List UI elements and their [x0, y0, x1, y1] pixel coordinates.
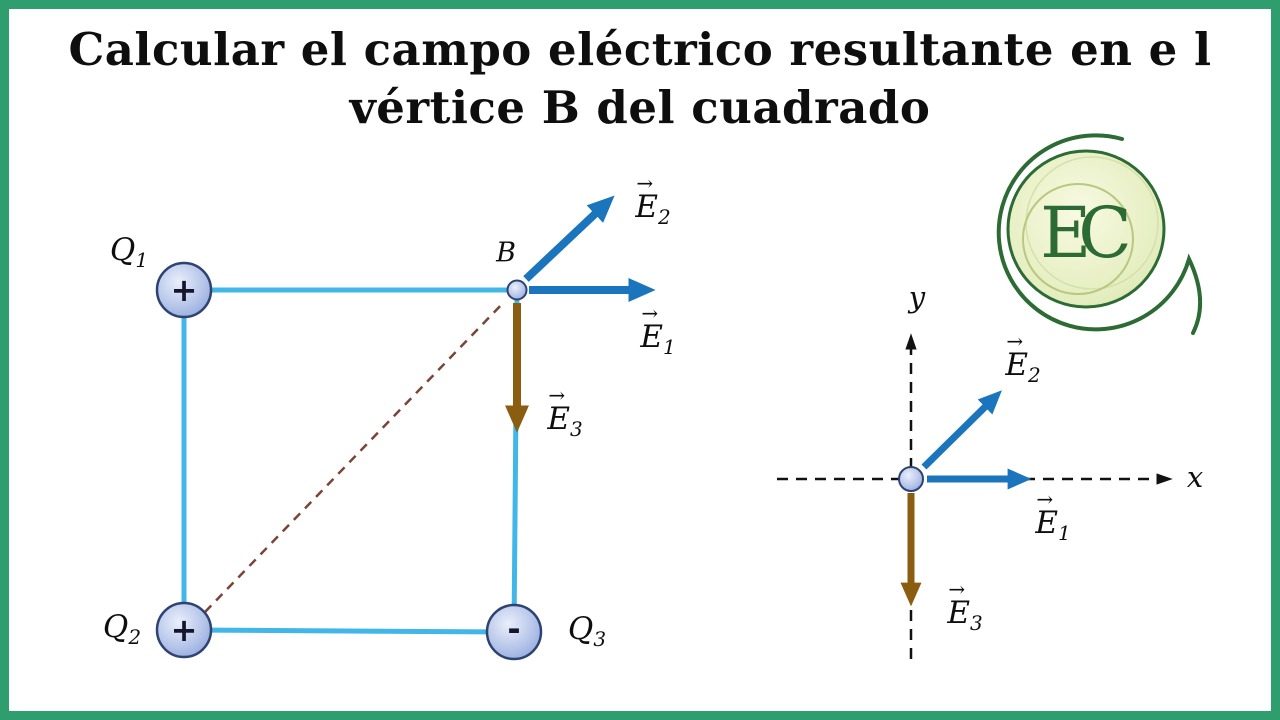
vector-subscript: 3: [569, 417, 583, 442]
e2-label-square: →E2: [635, 171, 671, 230]
e1-label-square: →E1: [640, 301, 676, 360]
vector-symbol: E: [640, 318, 663, 355]
vector-subscript: 2: [657, 205, 671, 230]
vector-subscript: 1: [662, 335, 676, 360]
vector-symbol: E: [635, 188, 658, 225]
vector-symbol: E: [1005, 346, 1028, 383]
square-edge-bottom: [181, 627, 517, 635]
q2-symbol: Q: [102, 608, 129, 645]
vector-arrow-glyph: →: [636, 170, 654, 195]
q2-subscript: 2: [128, 625, 142, 650]
vector-arrow-glyph: →: [641, 300, 659, 325]
title-line-1: Calcular el campo eléctrico resultante e…: [68, 23, 1212, 76]
q1-charge-sign: +: [170, 271, 198, 309]
q1-label: Q1: [110, 232, 148, 272]
q1-symbol: Q: [109, 231, 136, 268]
vector-symbol: E: [947, 594, 970, 631]
q2-charge-sign: +: [170, 611, 198, 649]
title-line-2: vértice B del cuadrado: [349, 81, 931, 134]
vertex-b-label: B: [496, 237, 516, 269]
diagram-canvas: [155, 133, 1203, 661]
q1-subscript: 1: [135, 248, 149, 273]
vector-arrow-glyph: →: [948, 576, 966, 601]
logo-ec-text: EC: [1040, 192, 1132, 274]
vector-arrow-glyph: →: [548, 382, 566, 407]
q3-label: Q3: [568, 611, 606, 651]
e3-label-axes: →E3: [947, 577, 983, 636]
q3-symbol: Q: [567, 610, 594, 647]
e3-label-square: →E3: [547, 383, 583, 442]
q3-subscript: 3: [593, 627, 607, 652]
e2-label-axes: →E2: [1005, 329, 1041, 388]
vertex-b-dot: [506, 279, 528, 301]
channel-logo: [996, 133, 1203, 335]
y-axis-label: y: [908, 280, 926, 314]
charge-q3-circle: [485, 603, 543, 661]
square-diagram: [155, 195, 656, 661]
vector-symbol: E: [1035, 504, 1058, 541]
coordinate-system: [777, 333, 1173, 659]
vector-arrow-glyph: →: [1036, 486, 1054, 511]
origin-dot: [898, 466, 924, 492]
vector-subscript: 2: [1027, 363, 1041, 388]
q2-label: Q2: [103, 609, 141, 649]
e1-label-axes: →E1: [1035, 487, 1071, 546]
x-axis-label: x: [1186, 460, 1204, 494]
logo-swirl: [996, 133, 1203, 335]
vector-subscript: 1: [1057, 521, 1071, 546]
logo-inner-ring-2: [1022, 183, 1134, 295]
vector-e2-axes: [921, 390, 1002, 470]
vector-symbol: E: [547, 400, 570, 437]
q3-charge-sign: -: [507, 610, 521, 648]
vector-e2-square: [523, 195, 615, 282]
vector-subscript: 3: [969, 611, 983, 636]
charge-q2-circle: [155, 601, 213, 659]
page-title: Calcular el campo eléctrico resultante e…: [9, 21, 1271, 137]
vector-arrow-glyph: →: [1006, 328, 1024, 353]
charge-q1-circle: [155, 261, 213, 319]
diagonal-dashed-line: [204, 301, 505, 613]
